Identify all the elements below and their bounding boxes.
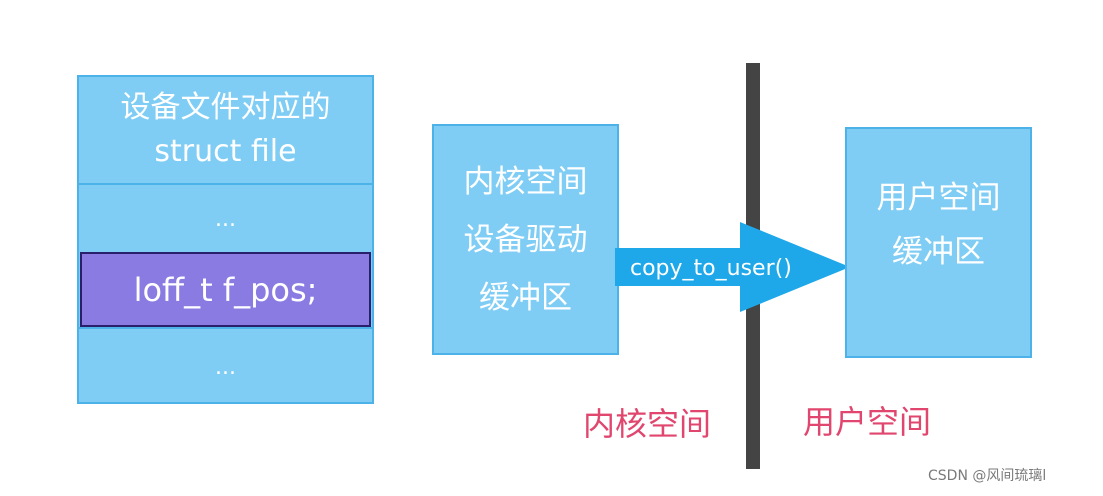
user-space-label: 用户空间 [803,403,932,441]
user-box-line2: 缓冲区 [892,233,985,270]
f-pos-field: loff_t f_pos; [80,252,371,327]
watermark: CSDN @风间琉璃l [928,468,1047,484]
arrow-label: copy_to_user() [630,256,792,281]
kernel-box-line1: 内核空间 [463,163,588,200]
ellipsis-top: ... [215,206,236,232]
user-buffer-box: 用户空间 缓冲区 [845,127,1032,358]
struct-file-title-line1: 设备文件对应的 [120,90,331,125]
kernel-box-line3: 缓冲区 [479,279,572,316]
user-box-line1: 用户空间 [876,179,1001,216]
kernel-box-line2: 设备驱动 [463,221,588,258]
copy-to-user-arrow [615,222,850,312]
struct-file-stack: 设备文件对应的 struct file ... loff_t f_pos; ..… [77,75,374,404]
kernel-space-label: 内核空间 [583,405,712,443]
kernel-buffer-box: 内核空间 设备驱动 缓冲区 [432,124,619,355]
struct-file-title-line2: struct file [154,134,297,169]
struct-file-header: 设备文件对应的 struct file [79,77,372,185]
ellipsis-bottom: ... [79,327,372,405]
